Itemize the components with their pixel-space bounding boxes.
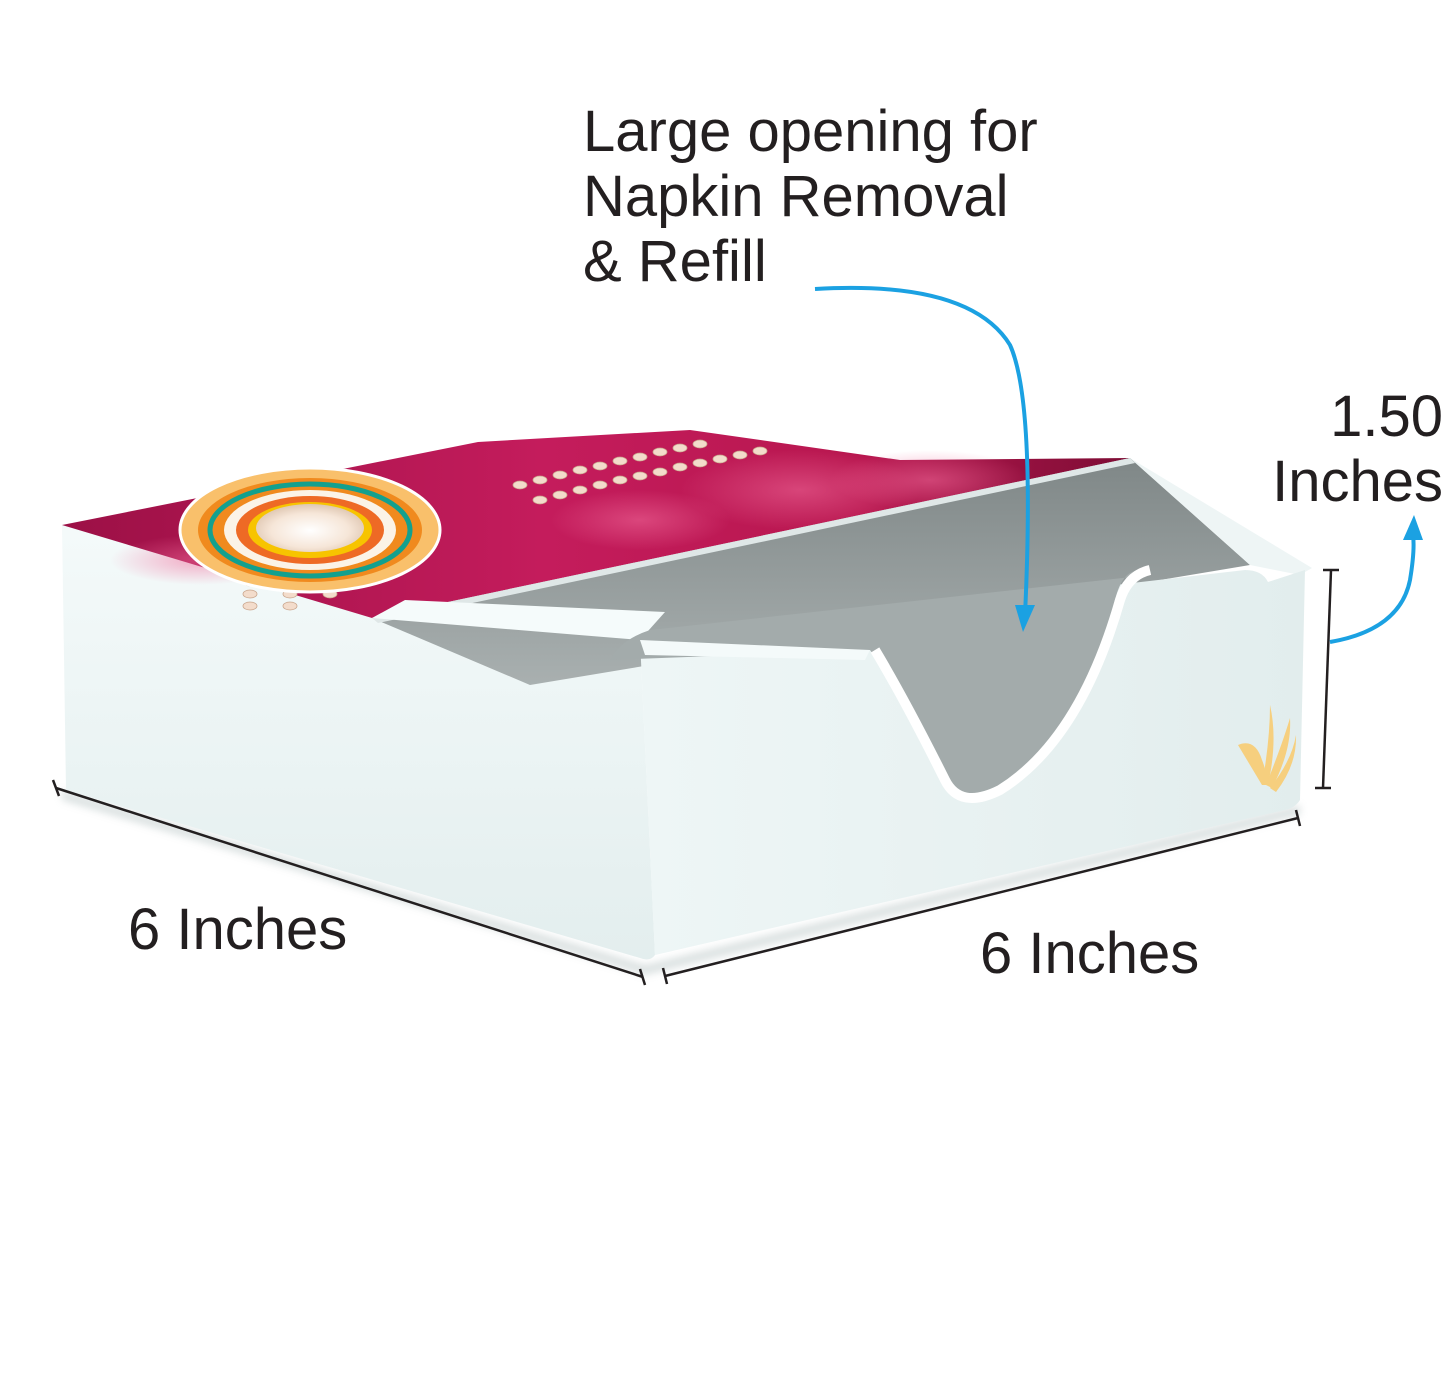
height-value: 1.50 — [1330, 384, 1443, 449]
height-callout-arrow-icon — [1329, 515, 1423, 644]
opening-callout-label: Large opening for Napkin Removal & Refil… — [583, 99, 1038, 295]
rakhi-flower-motif — [178, 466, 442, 594]
box-right-face — [372, 565, 1305, 955]
opening-callout-arrow-icon — [814, 285, 1035, 632]
right-width-dimension-label: 6 Inches — [980, 921, 1200, 986]
left-width-dimension-label: 6 Inches — [128, 897, 348, 962]
dimension-lines — [51, 568, 1339, 986]
brand-logo-icon — [1238, 705, 1297, 792]
callout-line-1: Large opening for — [583, 99, 1038, 164]
callout-line-3: & Refill — [583, 228, 767, 294]
height-dimension-label: 1.50 Inches — [1272, 384, 1443, 515]
height-unit: Inches — [1272, 448, 1443, 514]
callout-line-2: Napkin Removal — [583, 163, 1009, 229]
